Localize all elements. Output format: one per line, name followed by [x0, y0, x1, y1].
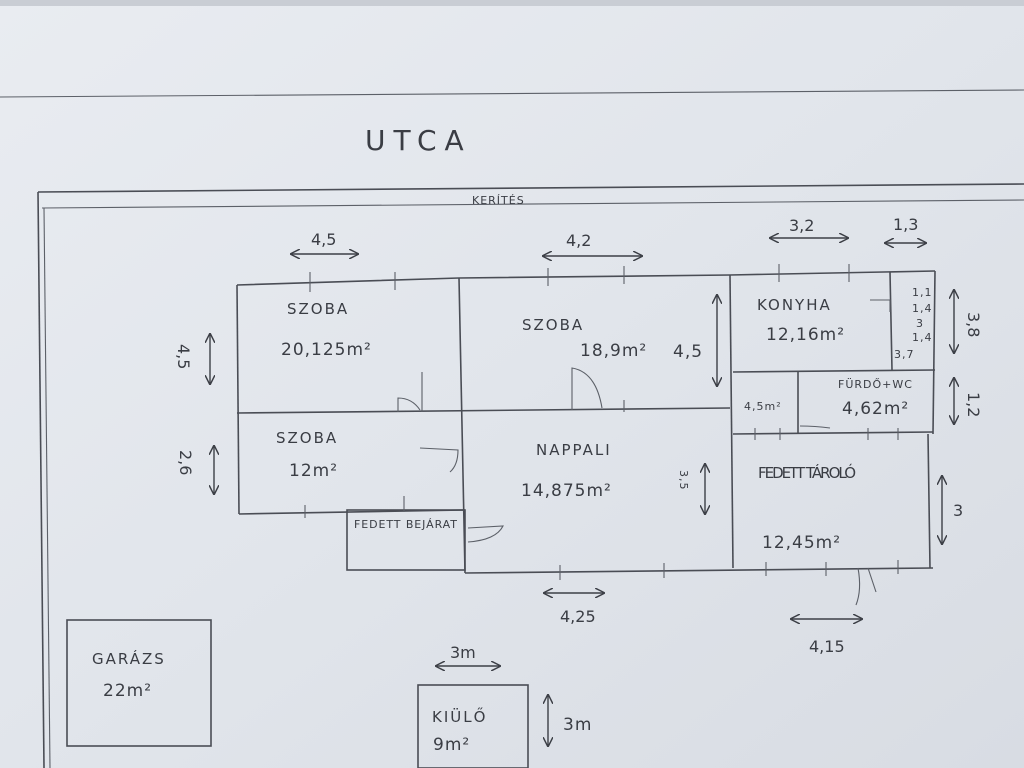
fence [37, 183, 1024, 768]
dim-wc-stack-5: 3,7 [894, 348, 915, 361]
dim-szoba1-width: 4,5 [311, 230, 336, 249]
dim-furdo-height: 1,2 [964, 392, 983, 417]
dim-kiulo-width: 3m [450, 643, 476, 662]
fence-label: KERÍTÉS [472, 194, 525, 207]
room-furdo-name: FÜRDŐ+WC [838, 377, 913, 391]
room-furdo-area: 4,62m² [842, 399, 909, 419]
garage-outline [66, 619, 212, 747]
dim-wc-stack-4: 1,4 [912, 331, 933, 344]
room-konyha-area: 12,16m² [766, 325, 845, 345]
room-tarolo-area: 12,45m² [762, 533, 841, 553]
room-szoba2-name: SZOBA [522, 316, 584, 334]
room-nappali-area: 14,875m² [521, 481, 612, 501]
room-garazs-area: 22m² [103, 681, 152, 701]
room-tarolo-name: FEDETT TÁROLÓ [758, 463, 858, 482]
dim-wc-stack-2: 1,4 [912, 302, 933, 315]
room-bejarat-name: FEDETT BEJÁRAT [354, 518, 458, 531]
dim-tarolo-height: 3 [953, 501, 963, 520]
room-szoba1-area: 20,125m² [281, 340, 372, 360]
dim-konyha-height: 3,8 [964, 312, 983, 337]
room-nappali-name: NAPPALI [536, 441, 612, 459]
dimension-arrows [210, 238, 954, 746]
street-label: UTCA [365, 124, 472, 157]
dim-szoba2-height: 4,5 [673, 342, 703, 362]
room-kiulo-area: 9m² [433, 735, 470, 755]
dim-wc-stack-3: 3 [916, 317, 924, 330]
dim-konyha-width: 3,2 [789, 216, 814, 235]
top-shadow [0, 0, 1024, 6]
dim-kiulo-height: 3m [563, 715, 592, 735]
margin-line [0, 89, 1024, 98]
room-garazs-name: GARÁZS [92, 649, 166, 668]
house-walls [236, 264, 936, 606]
room-szoba3-name: SZOBA [276, 429, 338, 447]
dim-tarolo-width: 4,15 [809, 637, 845, 656]
kiulo-outline [417, 684, 529, 768]
room-szoba2-area: 18,9m² [580, 341, 647, 361]
dim-szoba2-width: 4,2 [566, 231, 591, 250]
room-konyha-name: KONYHA [757, 296, 832, 314]
dim-szoba3-height: 2,6 [176, 450, 195, 475]
dim-small-area: 4,5m² [744, 400, 782, 413]
dim-szoba1-height: 4,5 [174, 344, 193, 369]
dim-nappali-height: 3,5 [677, 470, 690, 491]
dim-nappali-width: 4,25 [560, 607, 596, 626]
room-szoba3-area: 12m² [289, 461, 338, 481]
room-szoba1-name: SZOBA [287, 300, 349, 318]
dim-wc-width: 1,3 [893, 215, 918, 234]
dim-wc-stack-1: 1,1 [912, 286, 933, 299]
room-kiulo-name: KIÜLŐ [432, 706, 487, 726]
